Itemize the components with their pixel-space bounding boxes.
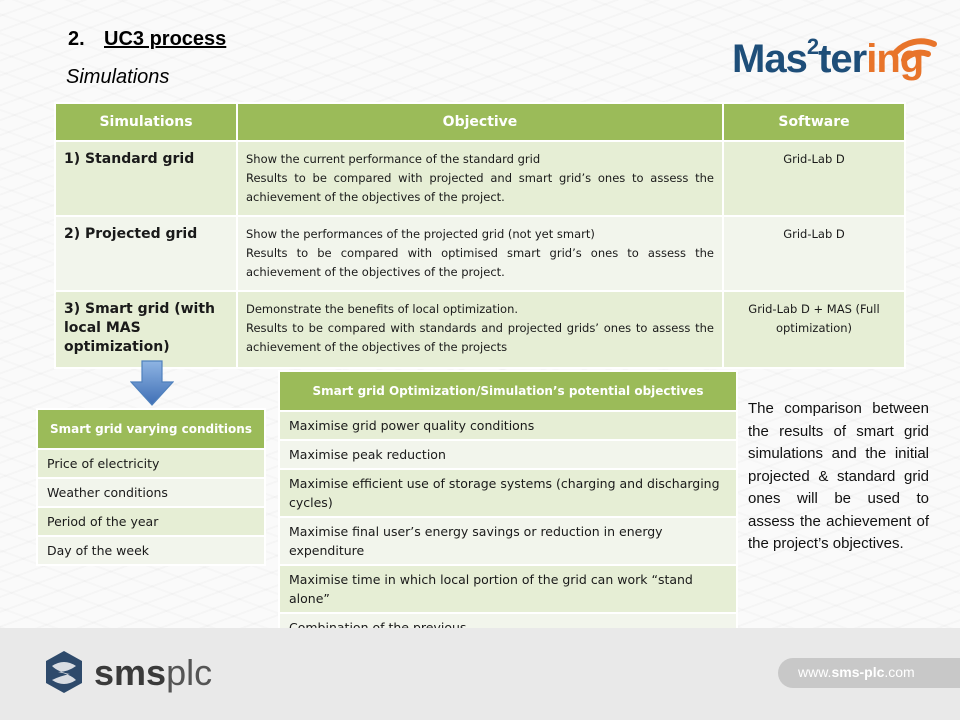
potential-objectives-table: Smart grid Optimization/Simulation’s pot… xyxy=(278,370,738,643)
mastering-wordmark: Mas2tering xyxy=(732,34,924,82)
slide-subtitle: Simulations xyxy=(66,66,170,88)
hexagon-logo-icon xyxy=(46,651,82,693)
condition-item: Price of electricity xyxy=(36,448,266,479)
objective-item: Maximise final user’s energy savings or … xyxy=(278,516,738,566)
simulation-name: 1) Standard grid xyxy=(54,140,238,217)
condition-item: Period of the year xyxy=(36,506,266,537)
logo-part: ing xyxy=(866,37,924,81)
simulation-name: 2) Projected grid xyxy=(54,215,238,292)
slide-heading: 2. UC3 process xyxy=(68,28,226,51)
table-row: Weather conditions xyxy=(36,477,266,508)
condition-item: Day of the week xyxy=(36,535,266,566)
objective-item: Maximise time in which local portion of … xyxy=(278,564,738,614)
conditions-header: Smart grid varying conditions xyxy=(36,408,266,450)
table-row: 3) Smart grid (with local MAS optimizati… xyxy=(54,290,906,369)
website-pill: www.sms-plc.com xyxy=(778,658,960,688)
condition-item: Weather conditions xyxy=(36,477,266,508)
objective-item: Maximise efficient use of storage system… xyxy=(278,468,738,518)
simulations-table: Simulations Objective Software 1) Standa… xyxy=(54,102,906,369)
objective-item: Maximise peak reduction xyxy=(278,439,738,470)
column-header-simulations: Simulations xyxy=(54,102,238,142)
mastering-logo: Mas2tering xyxy=(728,14,950,86)
table-row: 1) Standard grid Show the current perfor… xyxy=(54,140,906,217)
table-row: Maximise time in which local portion of … xyxy=(278,564,738,614)
logo-part: Mas xyxy=(732,37,808,81)
simulation-objective: Show the current performance of the stan… xyxy=(236,140,724,217)
arrow-down-icon xyxy=(130,360,174,406)
url-part: .com xyxy=(884,664,915,680)
company-name: smsplc xyxy=(94,652,212,694)
simulation-software: Grid-Lab D xyxy=(722,215,906,292)
simulation-name: 3) Smart grid (with local MAS optimizati… xyxy=(54,290,238,369)
table-row: Maximise peak reduction xyxy=(278,439,738,470)
table-row: Maximise grid power quality conditions xyxy=(278,410,738,441)
column-header-objective: Objective xyxy=(236,102,724,142)
company-name-bold: sms xyxy=(94,652,167,693)
table-header-row: Smart grid Optimization/Simulation’s pot… xyxy=(278,370,738,412)
varying-conditions-table: Smart grid varying conditions Price of e… xyxy=(36,408,266,566)
heading-number: 2. xyxy=(68,28,85,50)
table-header-row: Simulations Objective Software xyxy=(54,102,906,142)
footer-bar: smsplc www.sms-plc.com xyxy=(0,628,960,720)
heading-title: UC3 process xyxy=(104,28,227,50)
url-part: sms-plc xyxy=(831,664,885,680)
smsplc-logo: smsplc xyxy=(44,650,224,694)
wifi-arcs-icon xyxy=(893,38,937,63)
url-part: www. xyxy=(798,664,832,680)
table-row: Period of the year xyxy=(36,506,266,537)
simulation-software: Grid-Lab D xyxy=(722,140,906,217)
logo-part: ter xyxy=(818,37,867,81)
table-header-row: Smart grid varying conditions xyxy=(36,408,266,450)
table-row: Maximise final user’s energy savings or … xyxy=(278,516,738,566)
simulation-objective: Show the performances of the projected g… xyxy=(236,215,724,292)
table-row: 2) Projected grid Show the performances … xyxy=(54,215,906,292)
objective-item: Maximise grid power quality conditions xyxy=(278,410,738,441)
objectives-header: Smart grid Optimization/Simulation’s pot… xyxy=(278,370,738,412)
table-row: Maximise efficient use of storage system… xyxy=(278,468,738,518)
table-row: Day of the week xyxy=(36,535,266,566)
comparison-note: The comparison between the results of sm… xyxy=(748,400,929,552)
company-name-rest: plc xyxy=(166,652,213,693)
website-url[interactable]: www.sms-plc.com xyxy=(798,664,915,680)
column-header-software: Software xyxy=(722,102,906,142)
table-row: Price of electricity xyxy=(36,448,266,479)
simulation-objective: Demonstrate the benefits of local optimi… xyxy=(236,290,724,369)
logo-part: 2 xyxy=(806,34,819,59)
simulation-software: Grid-Lab D + MAS (Full optimization) xyxy=(722,290,906,369)
